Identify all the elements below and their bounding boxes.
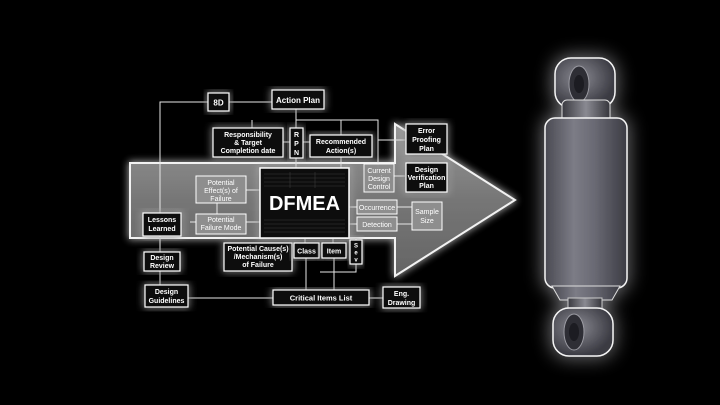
shock-absorber-image <box>544 57 628 357</box>
label-8d: 8D <box>213 99 223 108</box>
connector-lines <box>159 101 413 299</box>
svg-text:P: P <box>294 141 299 148</box>
node-recommended-actions: Recommended Action(s) <box>309 134 373 158</box>
node-design-verification-plan: Design Verification Plan <box>405 162 448 193</box>
svg-text:Proofing: Proofing <box>412 137 441 144</box>
svg-text:Potential: Potential <box>207 217 235 224</box>
svg-text:Error: Error <box>418 128 435 135</box>
svg-text:Current: Current <box>367 168 390 175</box>
svg-text:Plan: Plan <box>419 183 434 190</box>
svg-text:Design: Design <box>155 289 178 296</box>
svg-text:e: e <box>354 251 358 257</box>
node-design-guidelines: Design Guidelines <box>144 284 189 308</box>
svg-text:Eng.: Eng. <box>394 291 409 298</box>
svg-text:R: R <box>294 132 299 139</box>
node-potential-cause: Potential Cause(s) /Mechanism(s) of Fail… <box>223 242 293 272</box>
dfmea-center-panel: DFMEA <box>259 167 350 239</box>
node-8d: 8D <box>207 92 230 112</box>
svg-text:Review: Review <box>150 263 175 270</box>
svg-text:Potential Cause(s): Potential Cause(s) <box>227 246 288 253</box>
svg-text:Failure Mode: Failure Mode <box>201 225 242 232</box>
svg-text:of Failure: of Failure <box>242 262 274 269</box>
svg-text:Size: Size <box>420 218 434 225</box>
svg-text:Failure: Failure <box>210 196 232 203</box>
svg-text:Design: Design <box>368 176 390 183</box>
svg-text:N: N <box>294 150 299 157</box>
node-potential-effects: Potential Effect(s) of Failure <box>195 175 247 204</box>
svg-text:Control: Control <box>368 184 391 191</box>
svg-text:Detection: Detection <box>362 222 392 229</box>
svg-text:v: v <box>354 258 358 264</box>
svg-text:Design: Design <box>150 255 173 262</box>
svg-text:Drawing: Drawing <box>388 300 416 307</box>
svg-text:Plan: Plan <box>419 146 434 153</box>
label-action-plan: Action Plan <box>276 96 320 105</box>
node-action-plan: Action Plan <box>271 89 325 110</box>
svg-text:Sample: Sample <box>415 209 439 216</box>
svg-text:S: S <box>354 244 358 250</box>
node-class: Class <box>293 242 320 259</box>
node-eng-drawing: Eng. Drawing <box>382 286 421 309</box>
svg-text:/Mechanism(s): /Mechanism(s) <box>234 254 283 261</box>
svg-text:Potential: Potential <box>207 180 235 187</box>
svg-text:Item: Item <box>327 249 341 256</box>
svg-text:Responsibility: Responsibility <box>224 132 272 139</box>
node-detection: Detection <box>356 216 398 232</box>
svg-text:Design: Design <box>415 167 438 174</box>
node-rpn: R P N <box>289 127 304 159</box>
svg-text:& Target: & Target <box>234 140 263 147</box>
node-occurrence: Occurrence <box>356 199 398 215</box>
node-sample-size: Sample Size <box>411 201 443 231</box>
node-lessons-learned: Lessons Learned <box>142 212 182 237</box>
node-sev: S e v <box>349 239 363 265</box>
svg-text:Action(s): Action(s) <box>326 148 356 155</box>
svg-text:Guidelines: Guidelines <box>149 298 185 305</box>
svg-text:Critical Items List: Critical Items List <box>290 294 353 303</box>
svg-text:Occurrence: Occurrence <box>359 205 395 212</box>
svg-text:Verification: Verification <box>408 175 446 182</box>
node-potential-failure-mode: Potential Failure Mode <box>195 213 247 235</box>
svg-text:Effect(s) of: Effect(s) of <box>204 188 238 195</box>
node-responsibility: Responsibility & Target Completion date <box>212 127 284 158</box>
svg-text:Lessons: Lessons <box>148 217 177 224</box>
node-design-review: Design Review <box>143 251 181 272</box>
node-error-proofing-plan: Error Proofing Plan <box>405 123 448 155</box>
node-item: Item <box>321 242 347 259</box>
svg-text:Learned: Learned <box>148 226 175 233</box>
svg-text:Class: Class <box>297 249 316 256</box>
svg-text:Recommended: Recommended <box>316 139 366 146</box>
node-current-design-control: Current Design Control <box>363 163 395 193</box>
dfmea-title: DFMEA <box>269 193 340 215</box>
node-critical-items-list: Critical Items List <box>272 289 370 306</box>
svg-text:Completion date: Completion date <box>221 148 276 155</box>
